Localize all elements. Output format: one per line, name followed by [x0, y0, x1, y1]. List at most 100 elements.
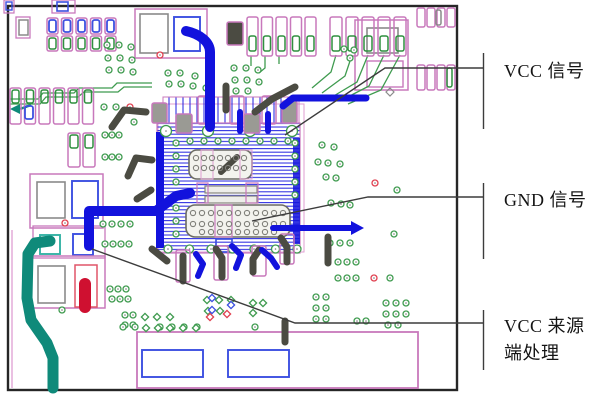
via-center — [325, 318, 327, 320]
pad-dot — [216, 220, 224, 228]
via-center — [258, 81, 260, 83]
pad-dot — [207, 228, 215, 236]
via-center — [294, 168, 296, 170]
pad — [38, 87, 51, 125]
via-center — [259, 140, 261, 142]
via-center — [175, 207, 177, 209]
via-diamond — [205, 312, 215, 322]
pad — [248, 35, 257, 52]
pad-dot — [234, 209, 242, 217]
via-center — [337, 277, 339, 279]
pad-dot — [243, 209, 251, 217]
via-center — [175, 155, 177, 157]
via-diamond — [165, 323, 175, 333]
pad — [416, 64, 426, 91]
pad-dot — [252, 228, 260, 236]
pad — [77, 19, 86, 33]
pad — [379, 35, 389, 52]
via-center — [296, 248, 298, 250]
via-center — [111, 134, 113, 136]
via-center — [175, 233, 177, 235]
via-center — [119, 57, 121, 59]
via-center — [167, 72, 169, 74]
pad — [395, 35, 405, 52]
pad — [436, 64, 446, 91]
gnd-leader-line — [251, 196, 483, 222]
via-center — [210, 248, 212, 250]
pad — [9, 87, 22, 125]
via-center — [393, 233, 395, 235]
via-center — [385, 302, 387, 304]
annotation-vcc-signal: VCC 信号 — [504, 61, 585, 81]
via-diamond — [214, 295, 224, 305]
via-center — [349, 204, 351, 206]
dark-traces — [108, 82, 332, 346]
via-center — [339, 163, 341, 165]
pad-dot — [232, 154, 240, 162]
via-center — [346, 277, 348, 279]
blue-traces — [84, 26, 370, 279]
pad-dot — [208, 164, 216, 172]
pad — [60, 35, 74, 52]
pad — [23, 87, 37, 125]
pad — [104, 17, 117, 35]
via-center — [257, 69, 259, 71]
via-center — [120, 243, 122, 245]
via-center — [129, 223, 131, 225]
vcc-leader-line — [284, 67, 483, 136]
pad — [426, 64, 436, 91]
pad — [48, 19, 57, 33]
pad — [260, 16, 274, 57]
pad — [446, 7, 456, 28]
via-center — [246, 79, 248, 81]
pad-dot — [261, 228, 269, 236]
via-center — [235, 90, 237, 92]
via-diamond — [152, 312, 162, 322]
teal-power-trace — [21, 235, 59, 394]
pad-dot — [216, 209, 224, 217]
via-diamond — [248, 298, 258, 308]
pad — [69, 134, 79, 149]
via-center — [175, 168, 177, 170]
via-center — [104, 156, 106, 158]
pad-dot — [225, 220, 233, 228]
via-diamond — [191, 323, 201, 333]
via-center — [128, 243, 130, 245]
pad — [262, 35, 272, 52]
pad — [46, 35, 59, 52]
vcc-source-trace-left — [84, 188, 195, 251]
pad-dot — [234, 220, 242, 228]
pad-dot — [225, 228, 233, 236]
pad — [62, 37, 72, 50]
via-center — [327, 162, 329, 164]
blue-trace-arrowhead — [351, 221, 364, 235]
via-center — [234, 79, 236, 81]
via-center — [165, 130, 167, 132]
via-center — [353, 49, 355, 51]
pad — [226, 21, 244, 46]
via-center — [355, 261, 357, 263]
pad-dot — [198, 209, 206, 217]
via-center — [315, 307, 317, 309]
pad-dot — [192, 164, 200, 172]
pad — [54, 89, 64, 104]
via-diamond — [178, 323, 188, 333]
via-center — [167, 248, 169, 250]
pad — [69, 89, 78, 104]
pad-dot — [224, 154, 232, 162]
via-center — [130, 46, 132, 48]
via-diamond — [248, 308, 258, 318]
via-center — [325, 176, 327, 178]
pad-dot — [207, 220, 215, 228]
pad-dot — [261, 209, 269, 217]
pad — [363, 35, 373, 52]
via-center — [396, 189, 398, 191]
via-center — [168, 83, 170, 85]
via-center — [346, 261, 348, 263]
via-center — [355, 277, 357, 279]
pad — [91, 19, 101, 33]
pad — [82, 132, 96, 168]
via-diamond — [207, 293, 217, 303]
via-center — [335, 177, 337, 179]
pad — [48, 37, 57, 50]
